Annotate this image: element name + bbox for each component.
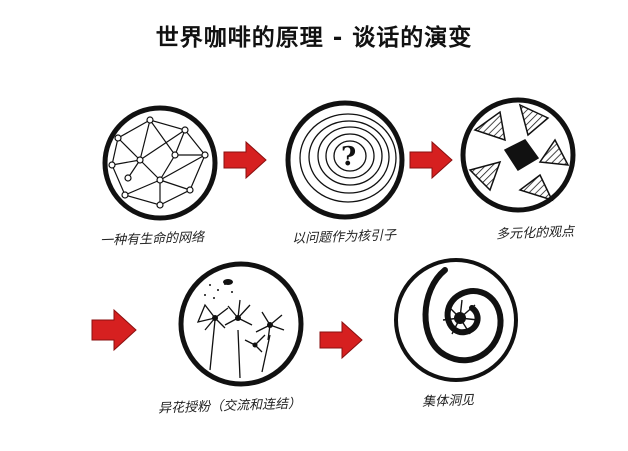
arrow-2-icon (409, 140, 453, 180)
page-title: 世界咖啡的原理 - 谈话的演变 (155, 25, 473, 51)
pollinating-flowers-icon (178, 261, 304, 387)
spiral-insight-icon (394, 258, 518, 382)
network-icon (102, 105, 218, 221)
question-rings-icon: ? (285, 100, 405, 220)
arrow-3-icon (91, 308, 137, 352)
caption-3: 多元化的观点 (495, 224, 575, 243)
caption-2: 以问题作为核引子 (291, 228, 397, 247)
arrow-4-icon (319, 320, 363, 360)
arrow-1-icon (223, 140, 267, 180)
svg-text:?: ? (341, 142, 356, 172)
caption-1: 一种有生命的网络 (99, 230, 205, 249)
caption-5: 集体洞见 (421, 393, 475, 410)
shattered-arrows-icon (460, 97, 576, 213)
